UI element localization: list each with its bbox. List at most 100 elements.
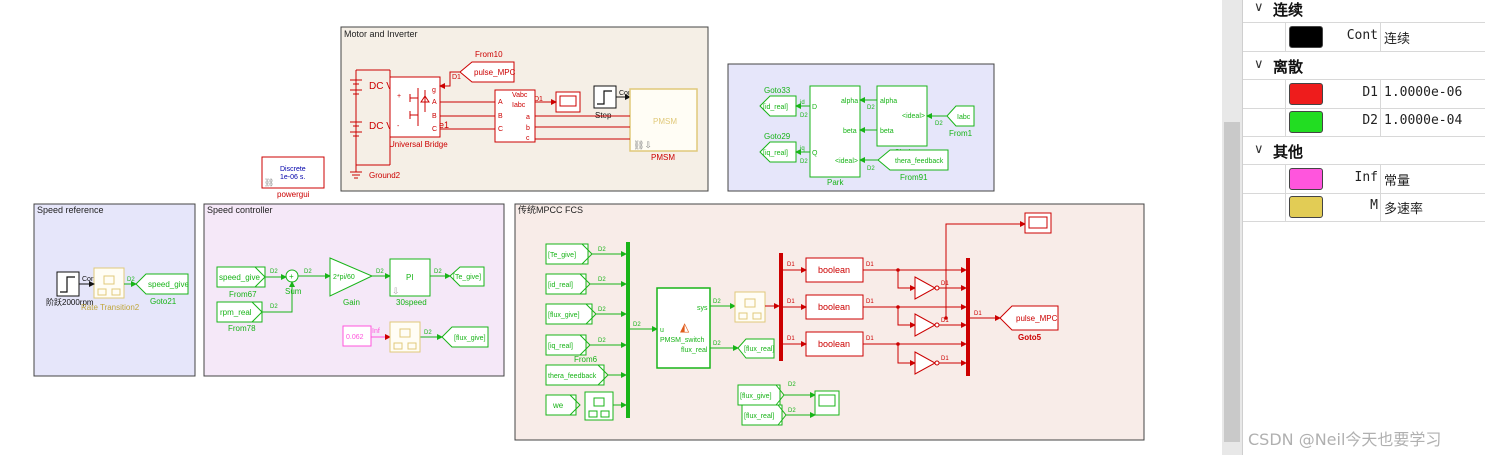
scope-flux-real-tag: [flux_real] <box>744 413 774 420</box>
mpcc-from-we[interactable]: we <box>545 394 581 416</box>
demux-red[interactable] <box>779 253 783 361</box>
mpcc-from-id[interactable]: [id_real] <box>545 273 591 295</box>
flux-scope-block[interactable] <box>814 390 840 416</box>
flux-give-goto-block[interactable]: [flux_give] <box>441 326 489 348</box>
wires-bridge-to-meas <box>440 101 495 130</box>
mpcc-from-iq[interactable]: [iq_real] <box>545 334 591 356</box>
flux-real-goto-block[interactable]: [flux_real] <box>737 338 775 359</box>
color-swatch-d1 <box>1289 83 1323 105</box>
mpcc-rate-iq: D2 <box>598 338 606 344</box>
from91-block[interactable]: thera_feedback <box>877 149 949 171</box>
area-park-transform[interactable] <box>727 63 995 192</box>
not-gate-2[interactable] <box>914 313 940 337</box>
te-give-goto-block[interactable]: [Te_give] <box>449 266 485 287</box>
mux-red[interactable] <box>966 258 970 376</box>
bridge-port-b: B <box>432 113 437 120</box>
gain-block[interactable]: 2*pi/60 <box>329 257 374 297</box>
chevron-down-icon[interactable]: ∨ <box>1254 0 1264 14</box>
scope-flux-real-from[interactable]: [flux_real] <box>741 404 787 426</box>
rate-transition-flux[interactable] <box>389 321 421 353</box>
dc-voltage-source-1[interactable] <box>350 70 362 112</box>
bridge-port-g: g <box>432 87 436 94</box>
chevron-down-icon[interactable]: ∨ <box>1254 141 1264 156</box>
speed-ctrl-rate-2: D2 <box>270 304 278 310</box>
red-rate-5: D1 <box>866 299 874 305</box>
scope-flux-give-from[interactable]: [flux_give] <box>737 384 785 406</box>
mpcc-in-id: [id_real] <box>548 282 573 289</box>
universal-bridge-block[interactable]: + - g A B C <box>389 76 441 138</box>
legend-group-name: 离散 <box>1273 59 1304 76</box>
dc-source-1-label: DC V <box>369 81 393 92</box>
mpcc-rate-transition[interactable] <box>584 391 614 421</box>
from78-tag: rpm_real <box>220 308 252 317</box>
wire-pulse-to-bridge <box>439 71 460 89</box>
mpcc-rate-flux: D2 <box>598 307 606 313</box>
from67-block[interactable]: speed_give <box>216 266 266 288</box>
mpcc-from-te[interactable]: [Te_give] <box>545 243 593 265</box>
boolean-block-2[interactable]: boolean <box>805 294 864 320</box>
boolean-block-1[interactable]: boolean <box>805 257 864 283</box>
mpcc-mux-bus[interactable] <box>626 242 630 418</box>
park-block[interactable]: D Q alpha beta <ideal> <box>809 85 861 178</box>
sum-block[interactable]: + <box>285 269 299 283</box>
dc-source-2-label: DC V <box>369 121 393 132</box>
clark-port-alpha: alpha <box>880 98 897 105</box>
mpcc-from-thera[interactable]: thera_feedback <box>545 364 609 386</box>
legend-value: 1.0000e-04 <box>1384 113 1463 128</box>
mpcc-rate-scope1: D2 <box>788 382 796 388</box>
park-id-label: id <box>800 100 805 106</box>
step-block-speed[interactable] <box>56 271 80 297</box>
not-gate-3[interactable] <box>914 351 940 375</box>
step-block-motor[interactable] <box>593 85 617 109</box>
goto5-block[interactable]: pulse_MPC <box>999 305 1059 331</box>
boolean-block-3[interactable]: boolean <box>805 331 864 357</box>
legend-group-continuous[interactable]: ∨ 连续 <box>1243 0 1485 23</box>
rate-transition-block[interactable] <box>93 267 125 299</box>
mpcc-from-flux[interactable]: [flux_give] <box>545 303 597 325</box>
watermark-text: CSDN @Neil今天也要学习 <box>1248 430 1442 449</box>
pmsm-switch-fcn-block[interactable]: u sys ◭ PMSM_switch flux_real <box>656 287 711 369</box>
dc-voltage-source-2[interactable] <box>350 112 362 165</box>
three-phase-measurement-block[interactable]: Vabc Iabc A B C a b c <box>494 89 536 143</box>
mpcc-rate-transition-2[interactable] <box>734 291 766 323</box>
clark-block[interactable]: alpha beta <ideal> <box>876 85 928 147</box>
not-gate-1[interactable] <box>914 276 940 300</box>
sum-name: Sum <box>285 287 302 296</box>
pulse-scope-block[interactable] <box>1024 212 1052 234</box>
powergui-link-icon: ⛓ <box>264 178 274 187</box>
pi-controller-block[interactable]: PI ⇩ <box>389 258 431 297</box>
simulink-canvas[interactable]: Motor and Inverter Speed reference Speed… <box>0 0 1222 455</box>
legend-group-name: 连续 <box>1273 2 1304 19</box>
legend-group-other[interactable]: ∨ 其他 <box>1243 137 1485 165</box>
from78-block[interactable]: rpm_real <box>216 301 263 323</box>
junction-1 <box>896 268 900 272</box>
flux-real-tag: [flux_real] <box>744 346 774 353</box>
svg-text:-: - <box>397 123 400 130</box>
chevron-down-icon[interactable]: ∨ <box>1254 56 1264 71</box>
mpcc-rate-id: D2 <box>598 277 606 283</box>
red-rate-9: D1 <box>941 356 949 362</box>
scope-flux-give-tag: [flux_give] <box>740 393 772 400</box>
legend-group-name: 其他 <box>1273 144 1304 161</box>
powergui-block[interactable]: Discrete 1e-06 s. ⛓ <box>261 156 325 189</box>
from10-rate-label: D1 <box>452 74 461 81</box>
pmsm-block[interactable]: PMSM ⛓⇩ <box>629 88 698 152</box>
park-port-q: Q <box>812 150 818 157</box>
legend-row-inf: Inf 常量 <box>1243 165 1485 194</box>
from10-block[interactable]: pulse_MPC <box>459 61 516 83</box>
scrollbar-thumb[interactable] <box>1224 122 1240 442</box>
from91-name: From91 <box>900 173 928 182</box>
ground-label: Ground2 <box>369 171 401 180</box>
vabc-scope-block[interactable] <box>555 91 581 113</box>
from1-block[interactable]: Iabc <box>946 105 975 127</box>
mpcc-in-we: we <box>552 401 564 410</box>
constant-block[interactable]: 0.062 <box>342 325 372 347</box>
color-swatch-inf <box>1289 168 1323 190</box>
park-rate-3: D2 <box>867 105 875 111</box>
mpcc-red-wires <box>783 221 1026 366</box>
legend-group-discrete[interactable]: ∨ 离散 <box>1243 52 1485 80</box>
ground-block[interactable] <box>350 165 362 179</box>
goto21-block[interactable]: speed_give <box>135 273 189 295</box>
red-rate-10: D1 <box>974 311 982 317</box>
mpcc-in-wires <box>590 251 816 418</box>
